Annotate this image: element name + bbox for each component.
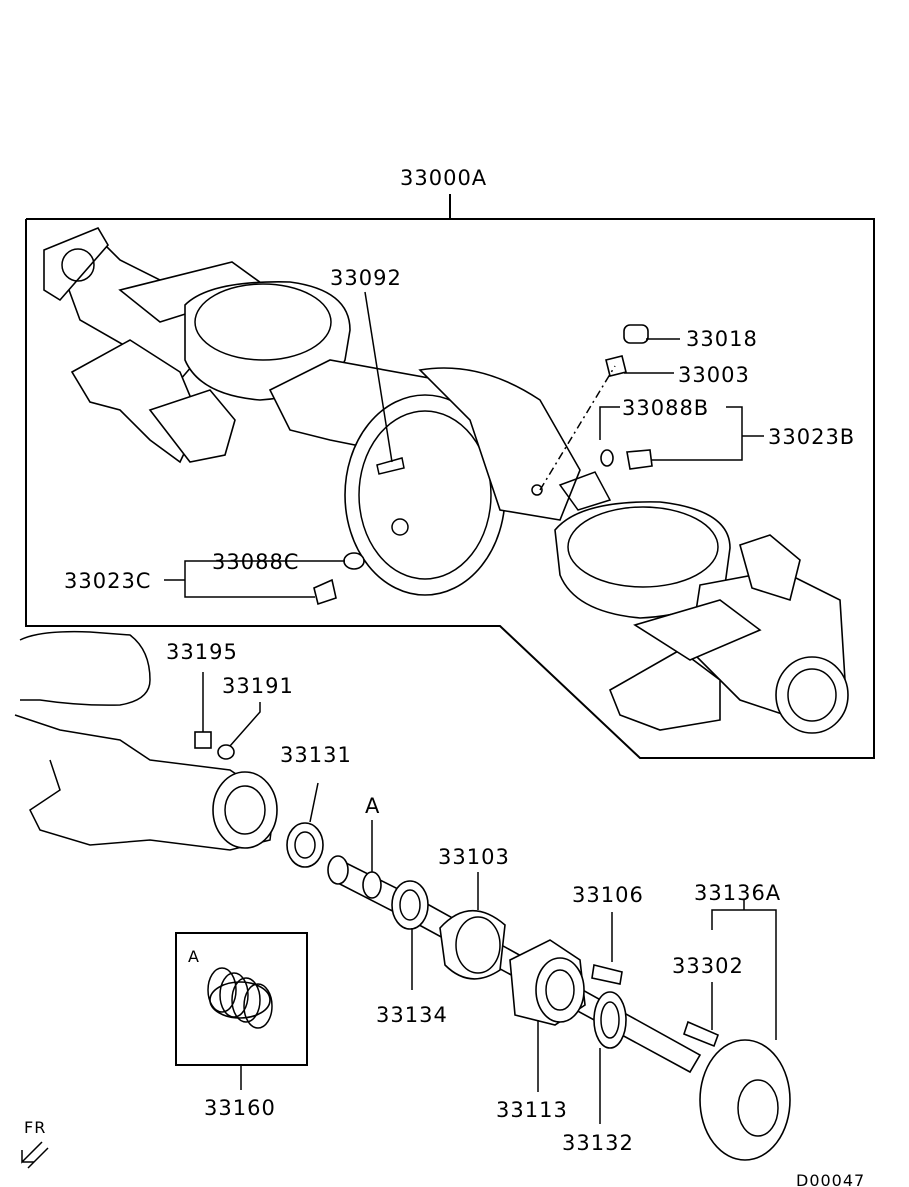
label-33136a: 33136A	[694, 881, 781, 905]
housing-end-reference	[14, 630, 278, 851]
label-33106: 33106	[572, 883, 644, 907]
label-assembly-33000a: 33000A	[400, 166, 487, 190]
axle-housing	[43, 226, 849, 734]
label-33003: 33003	[678, 363, 750, 387]
label-33195: 33195	[166, 640, 238, 664]
label-33088c: 33088C	[212, 550, 299, 574]
label-33191: 33191	[222, 674, 294, 698]
leader-lines-housing	[164, 291, 764, 598]
label-33302: 33302	[672, 954, 744, 978]
label-33023b: 33023B	[768, 425, 855, 449]
axle-housing-assembly-frame	[25, 194, 875, 759]
label-front-direction: FR	[24, 1118, 46, 1137]
inset-a	[175, 932, 308, 1090]
label-33018: 33018	[686, 327, 758, 351]
label-33113: 33113	[496, 1098, 568, 1122]
label-33092: 33092	[330, 266, 402, 290]
label-ref-a: A	[365, 794, 380, 818]
drawing-number: D00047	[796, 1171, 865, 1187]
label-33088b: 33088B	[622, 396, 709, 420]
label-33131: 33131	[280, 743, 352, 767]
label-inset-a: A	[188, 947, 200, 966]
axle-shaft-assembly	[286, 782, 791, 1161]
front-direction-arrow-icon	[21, 1141, 49, 1169]
label-33132: 33132	[562, 1131, 634, 1155]
label-33134: 33134	[376, 1003, 448, 1027]
label-33023c: 33023C	[64, 569, 151, 593]
label-33160: 33160	[204, 1096, 276, 1120]
label-33103: 33103	[438, 845, 510, 869]
